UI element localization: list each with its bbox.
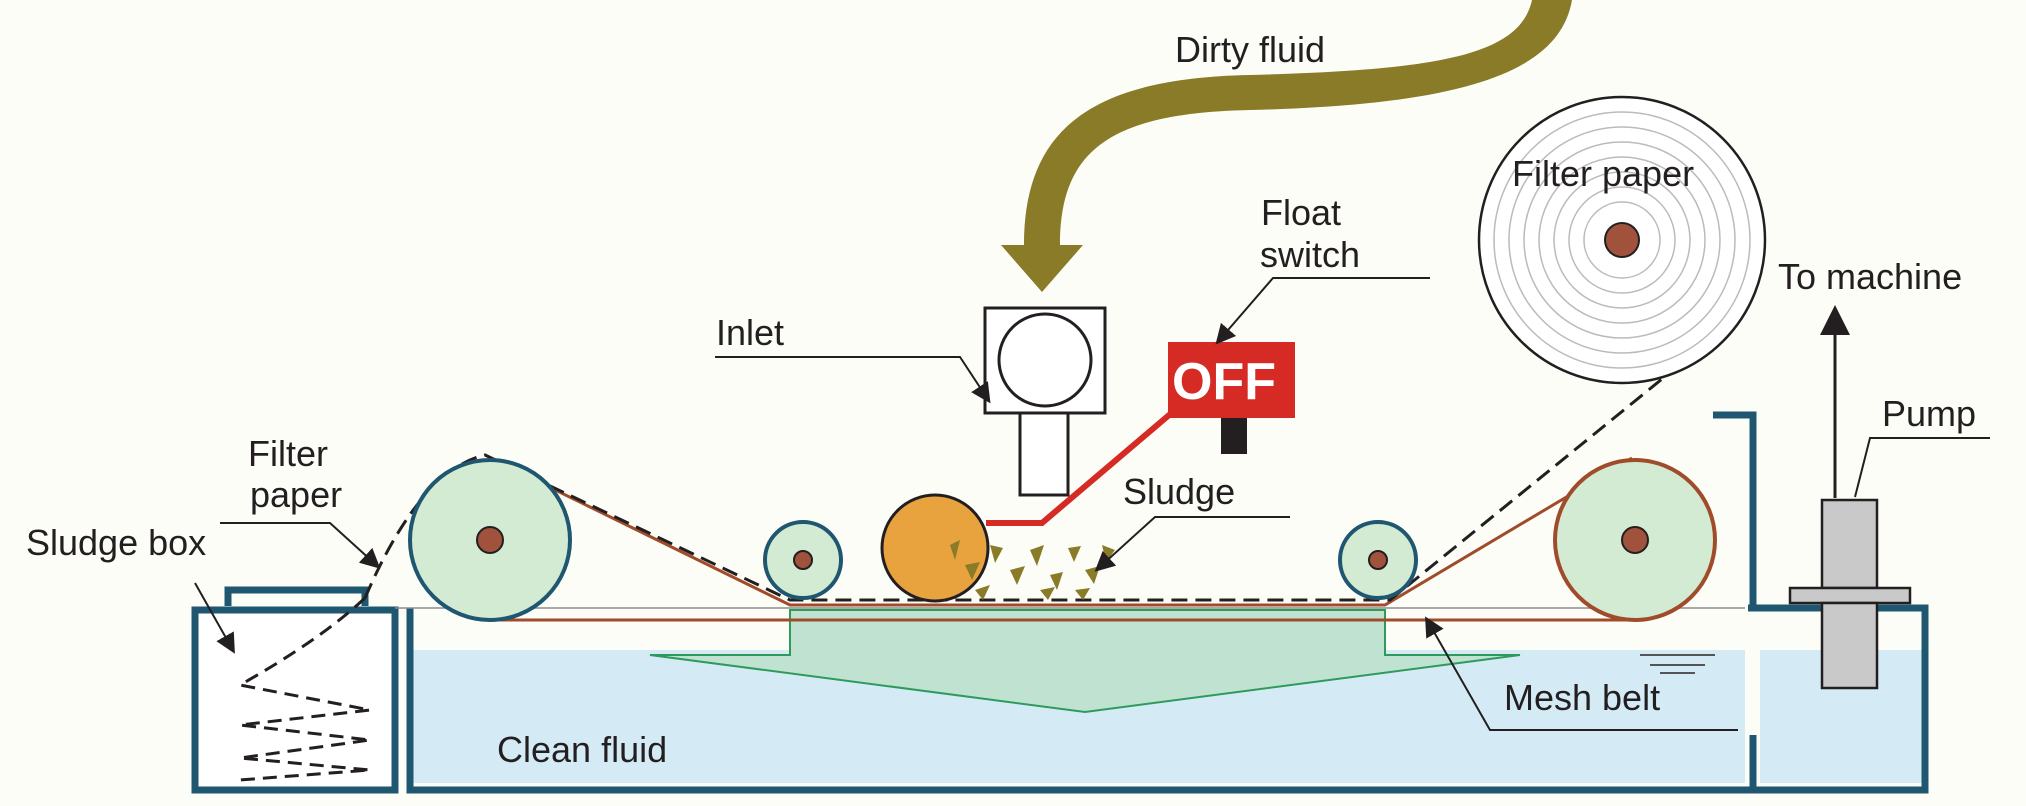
sludge-label: Sludge: [1123, 471, 1235, 512]
leader-lines: [194, 277, 1990, 731]
inlet-label: Inlet: [716, 312, 784, 353]
filtered-flow-funnel: [649, 609, 1521, 714]
float-switch: [986, 342, 1295, 526]
left-small-roller: [763, 520, 843, 600]
folded-filter-paper: [235, 596, 371, 782]
pump-chamber-overflow-wall: [1713, 411, 1757, 608]
float-switch-label-line2: switch: [1260, 234, 1360, 275]
right-small-roller: [1338, 520, 1418, 600]
filter-paper-roll: [1477, 95, 1767, 385]
filter-paper-label-line2: paper: [250, 474, 342, 515]
mesh-belt: [489, 456, 1633, 607]
pump: [1788, 498, 1912, 690]
inlet: [983, 306, 1107, 497]
float-switch-off-indicator: OFF: [1172, 353, 1276, 411]
sludge-box: [191, 606, 399, 794]
filter-paper-label-line1: Filter: [248, 433, 328, 474]
sludge-box-lid: [224, 586, 369, 606]
clean-fluid-label: Clean fluid: [497, 729, 667, 770]
left-large-roller: [408, 458, 572, 622]
right-large-roller: [1553, 458, 1717, 622]
dirty-fluid-label: Dirty fluid: [1175, 29, 1325, 70]
mesh-belt-label: Mesh belt: [1504, 677, 1660, 718]
drive-roller: [880, 493, 990, 603]
pump-label: Pump: [1882, 393, 1976, 434]
filter-paper-roll-label: Filter paper: [1512, 153, 1694, 194]
float-switch-label-line1: Float: [1261, 192, 1341, 233]
dirty-fluid-arrow: [1001, 0, 1572, 292]
sludge-box-label: Sludge box: [26, 522, 206, 563]
to-machine-label: To machine: [1778, 256, 1962, 297]
